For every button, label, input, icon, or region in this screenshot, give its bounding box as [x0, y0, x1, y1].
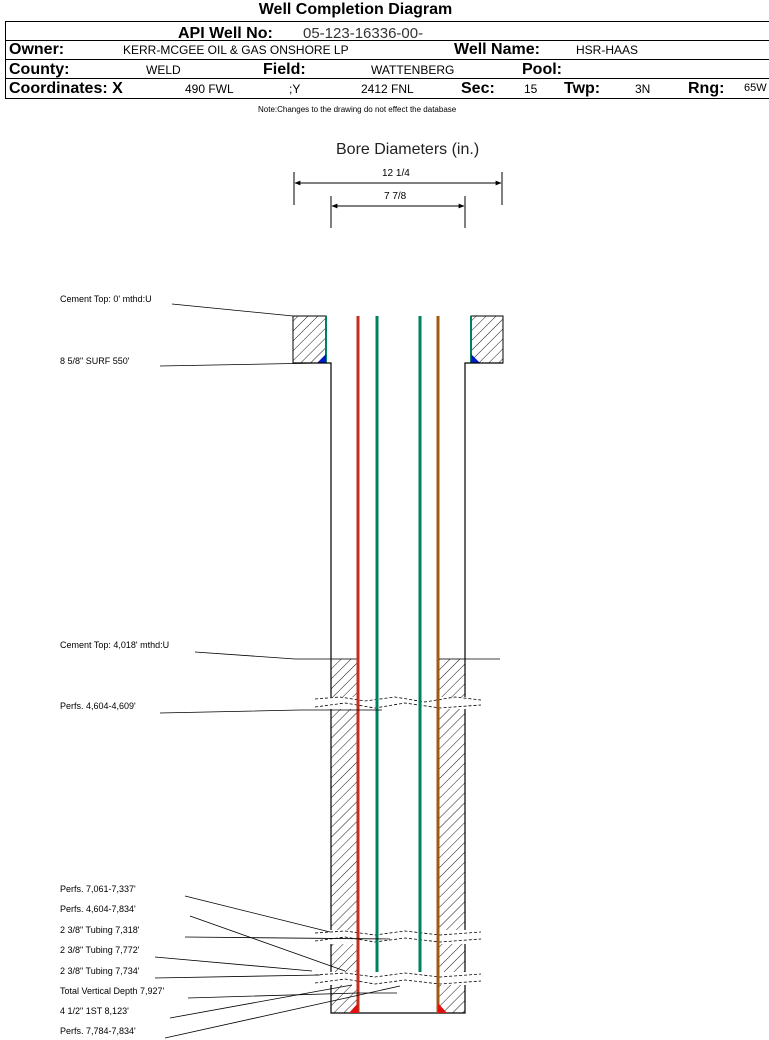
coordinates-label: Coordinates: X [9, 80, 123, 97]
callout-production-casing: 4 1/2" 1ST 8,123' [60, 1006, 129, 1016]
callout-tubing-7772: 2 3/8" Tubing 7,772' [60, 945, 140, 955]
coordinate-y-value: 2412 FNL [361, 82, 414, 96]
county-value: WELD [146, 63, 181, 77]
api-row: API Well No: 05-123-16336-00- [5, 21, 769, 42]
production-cement-right [438, 658, 466, 1014]
diagram-title: Well Completion Diagram [258, 1, 453, 18]
owner-value: KERR-MCGEE OIL & GAS ONSHORE LP [123, 43, 349, 57]
surface-shoe-left [317, 354, 326, 363]
bore-dim-inner: 7 7/8 [384, 191, 407, 202]
production-shoe-left [349, 1003, 358, 1013]
callout-leader-lines [154, 303, 500, 1039]
callout-tubing-7318: 2 3/8" Tubing 7,318' [60, 925, 140, 935]
sec-value: 15 [524, 82, 538, 96]
field-label: Field: [263, 61, 306, 78]
well-name-value: HSR-HAAS [576, 43, 639, 57]
api-label: API Well No: [178, 25, 273, 42]
surface-cement-right [470, 315, 504, 364]
surface-shoe-right [471, 354, 480, 363]
api-value: 05-123-16336-00- [303, 25, 424, 42]
perforation-band-middle [314, 930, 482, 944]
callout-tubing-7734: 2 3/8" Tubing 7,734' [60, 966, 140, 976]
county-label: County: [9, 61, 70, 78]
twp-label: Twp: [564, 80, 601, 97]
rng-value: 65W [744, 82, 767, 94]
pool-label: Pool: [522, 61, 562, 78]
callout-cement-top-production: Cement Top: 4,018' mthd:U [60, 640, 170, 650]
callout-perfs-combined: Perfs. 4,604-7,834' [60, 904, 136, 914]
database-note: Note:Changes to the drawing do not effec… [258, 105, 457, 114]
callout-perfs-lower: Perfs. 7,784-7,834' [60, 1026, 136, 1036]
callout-total-vertical-depth: Total Vertical Depth 7,927' [60, 986, 165, 996]
callout-perfs-codell: Perfs. 7,061-7,337' [60, 884, 136, 894]
bore-diameters-title: Bore Diameters (in.) [336, 141, 480, 158]
bore-dim-outer: 12 1/4 [382, 168, 410, 179]
coordinate-x-value: 490 FWL [185, 82, 234, 96]
owner-row: Owner: KERR-MCGEE OIL & GAS ONSHORE LP W… [5, 40, 769, 60]
coordinates-row: Coordinates: X 490 FWL ;Y 2412 FNL Sec: … [5, 78, 769, 99]
owner-label: Owner: [9, 41, 65, 58]
twp-value: 3N [635, 82, 651, 96]
perforation-band-lower [314, 972, 482, 985]
callout-surface-casing: 8 5/8" SURF 550' [60, 356, 130, 366]
production-shoe-right [438, 1003, 447, 1013]
callout-perfs-upper: Perfs. 4,604-4,609' [60, 701, 136, 711]
sec-label: Sec: [461, 80, 495, 97]
production-cement-left [330, 658, 358, 1014]
coordinate-y-label: ;Y [289, 82, 301, 96]
bore-dimension-lines [293, 172, 503, 228]
field-value: WATTENBERG [371, 63, 455, 77]
callout-cement-top-surface: Cement Top: 0' mthd:U [60, 294, 152, 304]
well-name-label: Well Name: [454, 41, 540, 58]
borehole-outline [293, 362, 503, 1014]
county-row: County: WELD Field: WATTENBERG Pool: [5, 59, 769, 79]
perforation-band-upper [314, 696, 482, 709]
rng-label: Rng: [688, 80, 725, 97]
surface-cement-left [292, 315, 327, 364]
